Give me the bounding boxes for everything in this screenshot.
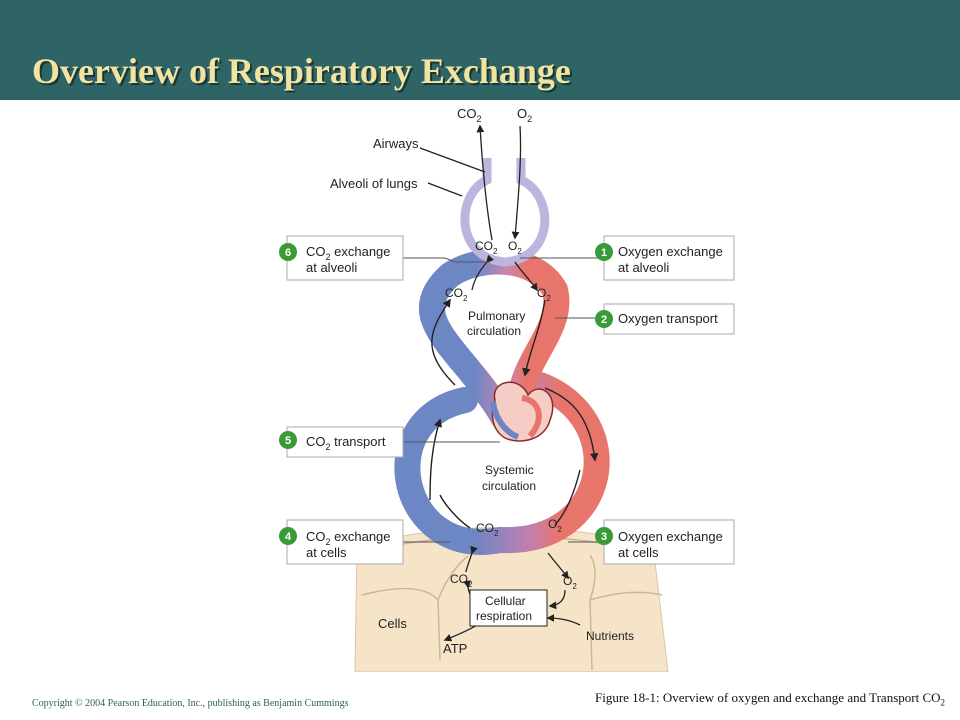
step-4-label: CO2 exchange	[306, 529, 391, 547]
step-2-badge	[595, 310, 613, 328]
step-5-callout: 5 CO2 transport	[279, 426, 404, 458]
systemic-circulation-label-2: circulation	[482, 479, 536, 493]
step-4-callout: 4 CO2 exchange at cells	[279, 519, 404, 565]
systemic-loop	[394, 372, 610, 555]
pulmonary-circulation-label: Pulmonary	[468, 309, 525, 323]
step-3-badge	[595, 527, 613, 545]
nutrients-label: Nutrients	[586, 629, 634, 643]
systemic-co2-label: CO2	[476, 521, 499, 538]
step-6-badge	[279, 243, 297, 261]
alveolus-o2-label: O2	[508, 239, 522, 256]
svg-text:2: 2	[601, 314, 607, 326]
slide-title: Overview of Respiratory Exchange	[32, 51, 571, 91]
step-6-label: CO2 exchange	[306, 244, 391, 262]
step-5-label: CO2 transport	[306, 434, 386, 452]
cells-co2-label: CO2	[450, 572, 473, 589]
figure-caption: Figure 18-1: Overview of oxygen and exch…	[594, 690, 945, 708]
copyright-notice: Copyright © 2004 Pearson Education, Inc.…	[32, 698, 349, 709]
alveoli-label: Alveoli of lungs	[330, 176, 418, 191]
cellular-respiration-box	[469, 589, 548, 627]
systemic-o2-label: O2	[548, 517, 562, 534]
svg-text:6: 6	[285, 247, 291, 259]
alveolus-co2-label: CO2	[475, 239, 498, 256]
step-1-badge	[595, 243, 613, 261]
svg-text:1: 1	[601, 247, 607, 259]
pulmonary-circulation-label-2: circulation	[467, 324, 521, 338]
gas-exchange-arrows	[419, 124, 581, 642]
pulmonary-co2-label: CO2	[445, 286, 468, 303]
svg-text:3: 3	[601, 531, 607, 543]
step-2-label: Oxygen transport	[618, 311, 718, 326]
svg-text:5: 5	[285, 435, 291, 447]
cellular-respiration-label-2: respiration	[476, 609, 532, 623]
step-1-label-2: at alveoli	[618, 260, 669, 275]
title-bar: Overview of Respiratory Exchange	[0, 0, 960, 100]
top-o2-label: O2	[517, 106, 532, 124]
systemic-circulation-label: Systemic	[485, 463, 534, 477]
step-6-label-2: at alveoli	[306, 260, 357, 275]
step-3-label: Oxygen exchange	[618, 529, 723, 544]
airways-label: Airways	[373, 136, 419, 151]
step-1-callout: 1 Oxygen exchange at alveoli	[595, 235, 735, 281]
cellular-respiration-label: Cellular	[485, 594, 526, 608]
cells-label: Cells	[378, 616, 407, 631]
flow-arrows	[429, 298, 599, 529]
cells-o2-label: O2	[563, 574, 577, 591]
step-4-label-2: at cells	[306, 545, 347, 560]
step-1-label: Oxygen exchange	[618, 244, 723, 259]
top-co2-label: CO2	[457, 106, 482, 124]
step-5-badge	[279, 431, 297, 449]
step-6-callout: 6 CO2 exchange at alveoli	[279, 235, 404, 281]
respiratory-exchange-diagram: CO2 O2 Airways Alveoli of lungs CO2 O2 C…	[279, 106, 735, 672]
heart	[490, 381, 554, 442]
step-4-badge	[279, 527, 297, 545]
atp-label: ATP	[443, 641, 467, 656]
pulmonary-o2-label: O2	[537, 286, 551, 303]
step-2-callout: 2 Oxygen transport	[595, 303, 735, 335]
step-3-label-2: at cells	[618, 545, 659, 560]
step-3-callout: 3 Oxygen exchange at cells	[595, 519, 735, 565]
svg-text:4: 4	[285, 531, 292, 543]
